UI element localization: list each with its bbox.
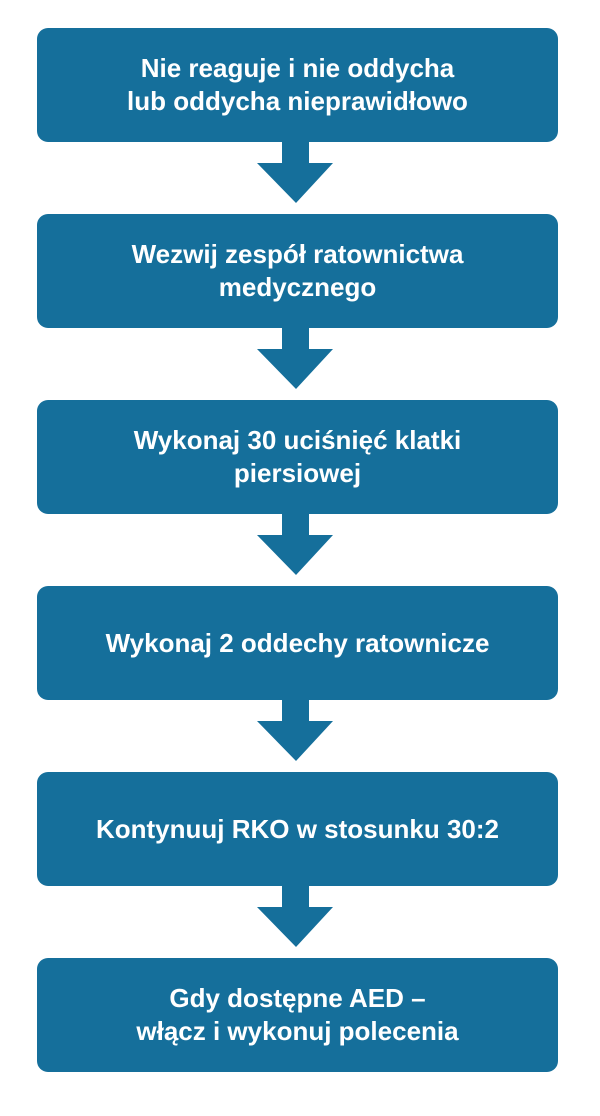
step-5-box: Kontynuuj RKO w stosunku 30:2 xyxy=(37,772,558,886)
step-text: piersiowej xyxy=(233,458,362,488)
step-6-box: Gdy dostępne AED –włącz i wykonuj polece… xyxy=(37,958,558,1072)
step-text: Kontynuuj RKO w stosunku 30:2 xyxy=(95,813,500,844)
down-arrow-icon xyxy=(257,886,333,947)
down-arrow-icon xyxy=(257,700,333,761)
step-text: Wykonaj 30 uciśnięć klatki xyxy=(133,425,462,455)
step-text: Nie reaguje i nie oddycha xyxy=(140,53,455,83)
step-text: lub oddycha nieprawidłowo xyxy=(127,86,468,116)
step-4-box: Wykonaj 2 oddechy ratownicze xyxy=(37,586,558,700)
down-arrow-icon xyxy=(257,328,333,389)
step-text: Gdy dostępne AED – xyxy=(169,983,426,1013)
down-arrow-icon xyxy=(257,514,333,575)
step-text: Wykonaj 2 oddechy ratownicze xyxy=(105,627,490,658)
step-text: Wezwij zespół ratownictwa xyxy=(131,239,464,269)
down-arrow-icon xyxy=(257,142,333,203)
step-text: medycznego xyxy=(218,272,377,302)
step-text: włącz i wykonuj polecenia xyxy=(136,1016,459,1046)
